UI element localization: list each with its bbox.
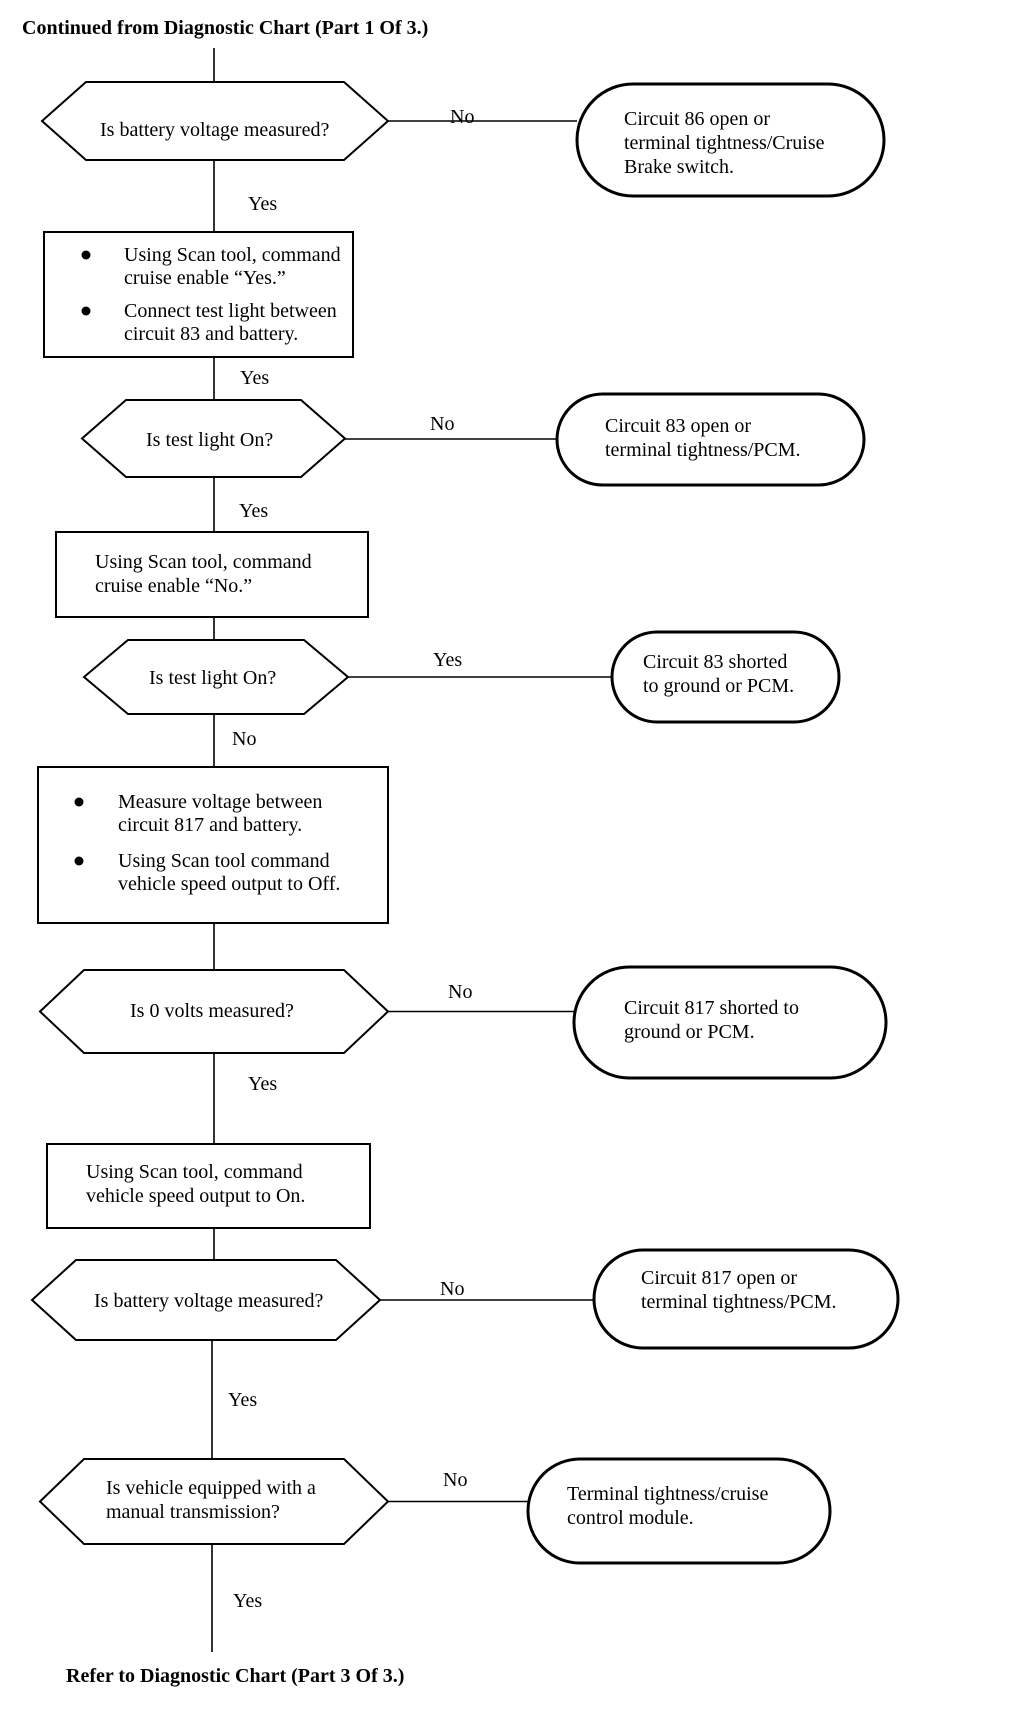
edge-label: No [232, 728, 256, 750]
action-text: vehicle speed output to On. [86, 1185, 305, 1207]
result-text: terminal tightness/PCM. [605, 439, 801, 461]
result-terminal [610, 630, 841, 724]
action-text: cruise enable “No.” [95, 575, 252, 597]
action-box [43, 231, 354, 358]
action-box [55, 531, 369, 618]
result-text: Circuit 817 shorted to [624, 997, 799, 1019]
decision-text: Is test light On? [149, 667, 276, 689]
result-text: to ground or PCM. [643, 675, 794, 697]
bullet-dot [81, 250, 91, 260]
result-text: Circuit 817 open or [641, 1267, 797, 1289]
flowchart-shapes [30, 81, 900, 1565]
result-terminal [575, 82, 886, 198]
edge-label: No [440, 1278, 464, 1300]
result-terminal [572, 965, 888, 1080]
decision-shape [38, 1458, 390, 1545]
edge-label: No [450, 106, 474, 128]
action-text: Connect test light between [124, 300, 337, 322]
decision-text: Is test light On? [146, 429, 273, 451]
result-text: ground or PCM. [624, 1021, 755, 1043]
action-text: Using Scan tool, command [86, 1161, 303, 1183]
action-text: Using Scan tool, command [124, 244, 341, 266]
result-terminal [555, 392, 866, 487]
action-text: cruise enable “Yes.” [124, 267, 286, 289]
edge-label: Yes [239, 500, 268, 522]
action-text: vehicle speed output to Off. [118, 873, 340, 895]
edge-label: Yes [248, 193, 277, 215]
action-box [37, 766, 389, 924]
result-text: Circuit 83 open or [605, 415, 751, 437]
action-text: Using Scan tool, command [95, 551, 312, 573]
edge-label: Yes [228, 1389, 257, 1411]
edge-label: No [430, 413, 454, 435]
decision-shape [38, 969, 390, 1054]
decision-shape [30, 1259, 382, 1341]
bullet-dot [74, 797, 84, 807]
result-terminal [592, 1248, 900, 1350]
result-text: Terminal tightness/cruise [567, 1483, 768, 1505]
decision-text: Is battery voltage measured? [94, 1290, 323, 1312]
result-text: control module. [567, 1507, 694, 1529]
action-text: circuit 83 and battery. [124, 323, 298, 345]
result-text: terminal tightness/PCM. [641, 1291, 837, 1313]
decision-text: manual transmission? [106, 1501, 280, 1523]
decision-text: Is 0 volts measured? [130, 1000, 294, 1022]
edge-label: Yes [240, 367, 269, 389]
edge-label: Yes [433, 649, 462, 671]
action-box [46, 1143, 371, 1229]
connector-lines [211, 48, 612, 1652]
result-text: Circuit 83 shorted [643, 651, 787, 673]
edge-label: Yes [248, 1073, 277, 1095]
footer-title: Refer to Diagnostic Chart (Part 3 Of 3.) [66, 1665, 404, 1687]
edge-label: Yes [233, 1590, 262, 1612]
decision-shape [82, 639, 350, 715]
action-text: Measure voltage between [118, 791, 322, 813]
bullet-dot [81, 306, 91, 316]
decision-text: Is battery voltage measured? [100, 119, 329, 141]
result-text: Circuit 86 open or [624, 108, 770, 130]
decision-shape [40, 81, 390, 161]
action-text: circuit 817 and battery. [118, 814, 302, 836]
action-text: Using Scan tool command [118, 850, 330, 872]
edge-label: No [448, 981, 472, 1003]
flowchart-text: Continued from Diagnostic Chart (Part 1 … [22, 17, 837, 1687]
edge-label: No [443, 1469, 467, 1491]
result-text: terminal tightness/Cruise [624, 132, 825, 154]
header-title: Continued from Diagnostic Chart (Part 1 … [22, 17, 428, 39]
result-text: Brake switch. [624, 156, 734, 178]
decision-text: Is vehicle equipped with a [106, 1477, 316, 1499]
result-terminal [526, 1457, 832, 1565]
decision-shape [80, 399, 347, 478]
bullet-dot [74, 856, 84, 866]
